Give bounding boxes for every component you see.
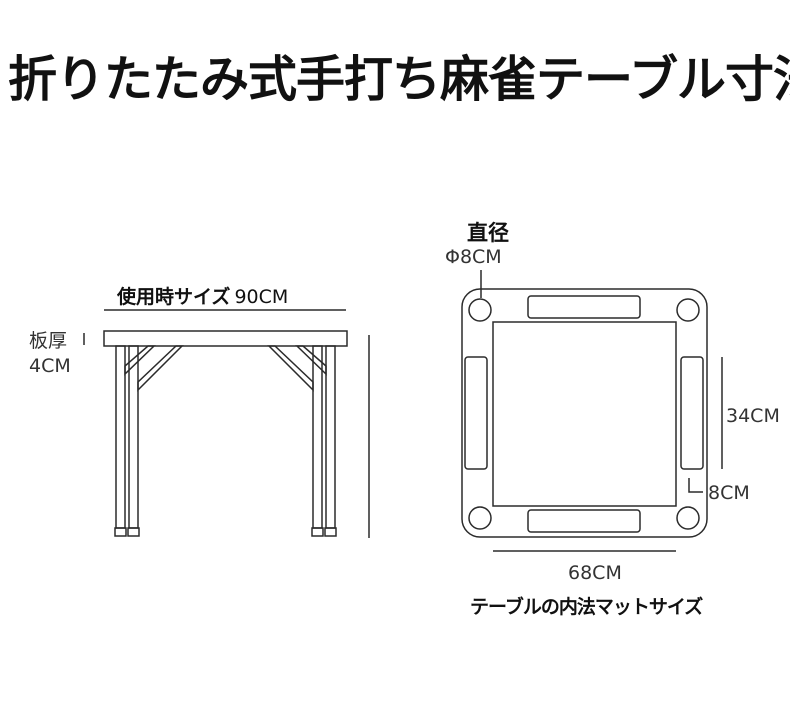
right-brace-inner xyxy=(295,345,327,376)
page-title: 折りたたみ式手打ち麻雀テーブル寸法 xyxy=(8,51,790,108)
right-inner-foot xyxy=(311,527,324,537)
tray-left xyxy=(464,356,488,470)
tray-bottom xyxy=(527,509,641,533)
right-inner-leg xyxy=(312,345,323,529)
left-outer-foot xyxy=(114,527,127,537)
top-view xyxy=(461,270,723,552)
diameter-value: Φ8CM xyxy=(445,246,502,268)
cup-holder-bottom-left xyxy=(468,506,492,530)
right-outer-leg xyxy=(325,345,336,529)
thickness-value: 4CM xyxy=(29,355,71,377)
diameter-label: 直径 xyxy=(467,221,509,245)
tray-top xyxy=(527,295,641,319)
left-brace-inner xyxy=(124,345,156,376)
right-brace xyxy=(267,345,314,392)
table-top-board xyxy=(103,330,348,347)
cup-holder-bottom-right xyxy=(676,506,700,530)
tray-right xyxy=(680,356,704,470)
inner-mat xyxy=(492,321,677,507)
cup-holder-top-left xyxy=(468,298,492,322)
inner-mat-label: テーブルの内法マットサイズ xyxy=(470,596,703,618)
left-brace xyxy=(137,345,184,392)
right-outer-foot xyxy=(324,527,337,537)
table-outline xyxy=(461,288,708,538)
gap-dimension-leader xyxy=(688,478,703,493)
inner-width-value: 68CM xyxy=(568,562,622,584)
side-view xyxy=(83,309,370,538)
side-value: 34CM xyxy=(726,405,780,427)
width-label-text: 使用時サイズ xyxy=(117,286,231,308)
cup-holder-top-right xyxy=(676,298,700,322)
left-inner-leg xyxy=(128,345,139,529)
gap-value: 8CM xyxy=(708,482,750,504)
width-value: 90CM xyxy=(234,286,289,308)
left-inner-foot xyxy=(127,527,140,537)
thickness-label: 板厚 xyxy=(29,330,68,352)
left-outer-leg xyxy=(115,345,126,529)
